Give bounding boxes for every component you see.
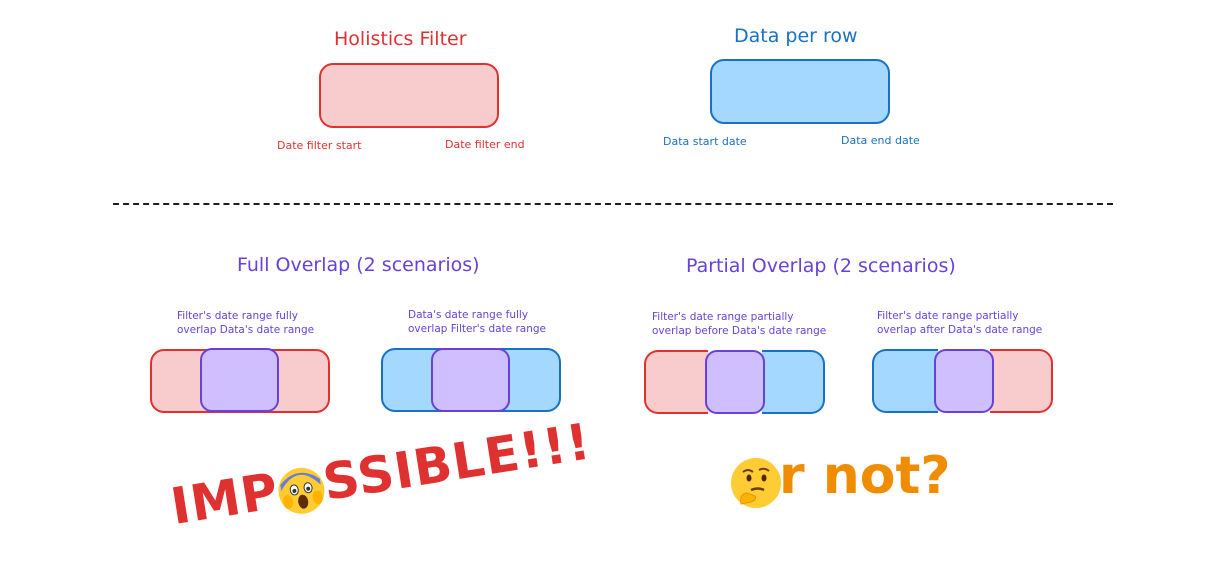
impossible-right-text: SSIBLE!!! xyxy=(319,412,595,512)
or-not-text: r not? xyxy=(779,446,951,506)
partial1-data-segment xyxy=(762,350,825,414)
full-overlap-title: Full Overlap (2 scenarios) xyxy=(237,254,480,276)
data-box xyxy=(710,59,890,124)
partial1-overlap-range xyxy=(705,350,765,414)
partial2-filter-segment xyxy=(990,349,1053,413)
screaming-face-icon xyxy=(275,464,328,517)
impossible-left-text: IMP xyxy=(166,461,283,536)
partial-overlap-title: Partial Overlap (2 scenarios) xyxy=(686,255,956,277)
partial2-overlap-range xyxy=(934,349,994,413)
partial2-data-segment xyxy=(872,349,938,413)
filter-end-label: Date filter end xyxy=(445,138,525,151)
or-not-annotation: r not? xyxy=(731,440,953,508)
impossible-annotation: IMP SSIBLE!!! xyxy=(167,412,595,536)
full-scenario1-note: Filter's date range fully overlap Data's… xyxy=(177,310,315,336)
thinking-face-icon xyxy=(731,457,781,508)
data-end-label: Data end date xyxy=(841,134,920,147)
full2-overlap-range xyxy=(431,348,510,412)
section-divider xyxy=(113,203,1113,205)
partial-scenario1-note: Filter's date range partially overlap be… xyxy=(652,311,827,337)
full-scenario2-note: Data's date range fully overlap Filter's… xyxy=(408,309,547,335)
full1-overlap-range xyxy=(200,348,279,412)
filter-box xyxy=(319,63,499,128)
partial1-filter-segment xyxy=(644,350,708,414)
filter-start-label: Date filter start xyxy=(277,139,362,152)
filter-title: Holistics Filter xyxy=(334,28,467,50)
partial-scenario2-note: Filter's date range partially overlap af… xyxy=(877,310,1043,336)
data-title: Data per row xyxy=(734,25,858,47)
data-start-label: Data start date xyxy=(663,135,747,148)
